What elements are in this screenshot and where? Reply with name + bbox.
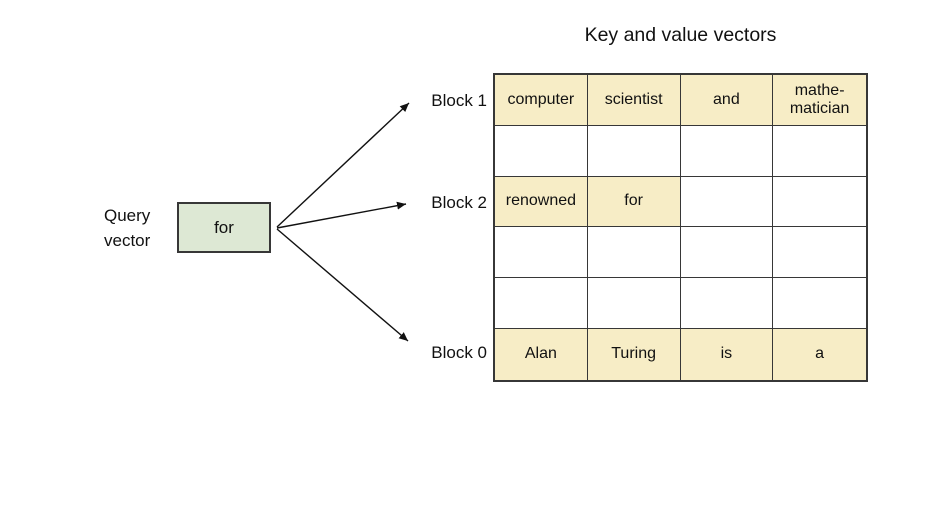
kv-cell: [495, 278, 588, 330]
kv-cell: Turing: [587, 329, 681, 380]
block-1-label: Block 1: [431, 91, 487, 110]
diagram-title: Key and value vectors: [584, 24, 777, 46]
kv-cell: [773, 177, 866, 228]
kv-cell: [680, 227, 774, 279]
kv-cell: and: [680, 75, 774, 126]
kv-cell: [587, 227, 681, 279]
kv-cell: [495, 125, 588, 177]
query-vector-label: Query vector: [104, 206, 151, 250]
kv-cell: [680, 278, 774, 330]
kv-cell: [680, 125, 774, 177]
block-0-label: Block 0: [431, 343, 487, 362]
kv-cell: for: [587, 176, 681, 228]
kv-cell: [587, 125, 681, 177]
kv-cell: computer: [495, 75, 588, 126]
kv-cell: renowned: [495, 176, 588, 228]
kv-cell: [587, 278, 681, 330]
kv-cell: scientist: [587, 75, 681, 126]
kv-cell: [773, 227, 866, 279]
kv-cell: Alan: [495, 329, 588, 380]
kv-cell: [680, 176, 774, 228]
arrow-to-block-0: [276, 228, 409, 342]
kv-cell: [773, 278, 866, 330]
kv-table: computer scientist and mathe- matician r…: [493, 73, 868, 382]
query-vector-box: for: [177, 202, 271, 253]
kv-cell: mathe- matician: [773, 75, 866, 126]
kv-cell: is: [680, 329, 774, 380]
block-2-label: Block 2: [431, 193, 487, 212]
query-box-token: for: [214, 217, 234, 237]
kv-cell: a: [773, 329, 866, 380]
kv-cell: [495, 227, 588, 279]
kv-cell: [773, 126, 866, 177]
